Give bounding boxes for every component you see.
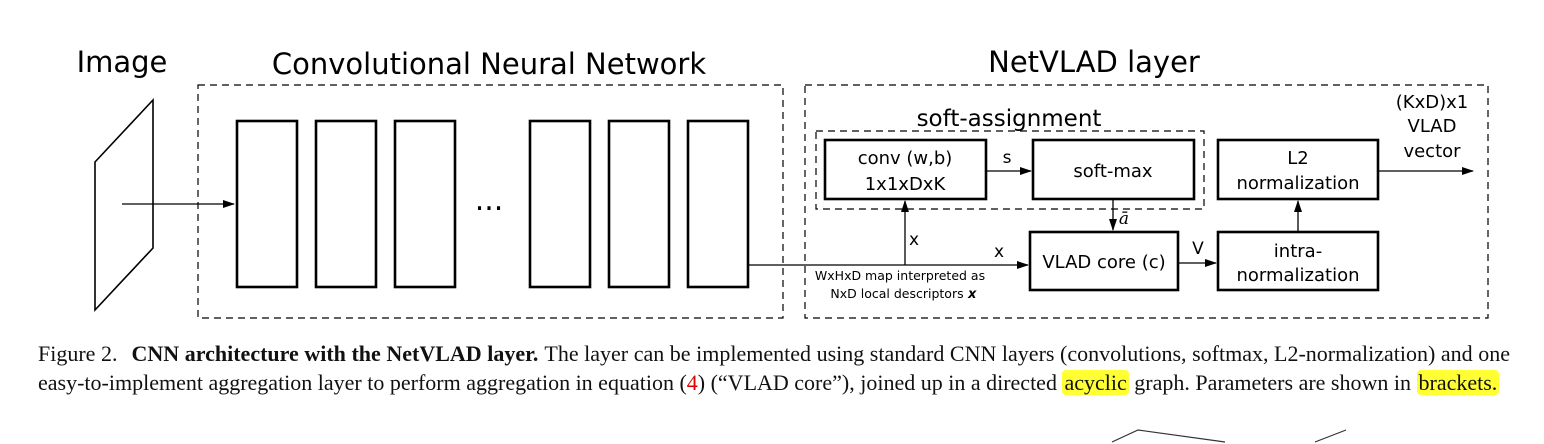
- x-input-label: x: [994, 242, 1004, 262]
- intra-normalization-label-line2: normalization: [1236, 265, 1359, 286]
- l2-normalization-label-line2: normalization: [1236, 173, 1359, 194]
- x-branch-label: x: [909, 230, 919, 250]
- softmax-label: soft-max: [1073, 161, 1153, 182]
- l2-normalization-box: [1216, 138, 1380, 201]
- caption-text-part2: ) (“VLAD core”), joined up in a directed: [697, 369, 1063, 395]
- netvlad-dashed-box: [804, 84, 1489, 319]
- map-annotation-x: x: [967, 287, 977, 302]
- v-label: V: [1192, 239, 1204, 259]
- layers-ellipsis: ...: [475, 183, 504, 218]
- conv-box: [823, 138, 988, 201]
- s-label: s: [1003, 148, 1012, 168]
- caption-label: Figure 2.: [38, 341, 118, 366]
- caption-text-part3: graph. Parameters are shown in: [1128, 369, 1417, 395]
- output-label-line3: vector: [1403, 141, 1461, 162]
- netvlad-architecture-diagram: Image Convolutional Neural Network NetVL…: [77, 45, 1489, 319]
- highlighted-acyclic: acyclic: [1062, 369, 1129, 395]
- highlighted-brackets: brackets.: [1416, 369, 1500, 395]
- cnn-layers: [235, 119, 750, 289]
- vlad-core-label: VLAD core (c): [1042, 252, 1165, 273]
- output-label-line1: (KxD)x1: [1396, 92, 1468, 113]
- cnn-layer: [607, 119, 671, 289]
- netvlad-title: NetVLAD layer: [988, 45, 1200, 79]
- soft-assignment-dashed-box: [815, 130, 1205, 210]
- conv-label: conv (w,b): [858, 148, 953, 169]
- equation-reference-link[interactable]: 4: [686, 369, 698, 395]
- caption-title: CNN architecture with the NetVLAD layer.: [131, 341, 539, 366]
- map-annotation-line1: WxHxD map interpreted as: [815, 268, 985, 283]
- map-annotation-line2: NxD local descriptors: [830, 286, 963, 301]
- cnn-layer: [686, 119, 750, 289]
- l2-normalization-label-line1: L2: [1287, 148, 1308, 169]
- cnn-layer: [314, 119, 378, 289]
- stray-pen-marks: [1111, 429, 1347, 443]
- cnn-title: Convolutional Neural Network: [272, 47, 706, 81]
- input-image-shape: [94, 97, 154, 313]
- soft-assignment-label: soft-assignment: [917, 106, 1102, 132]
- cnn-layer: [528, 119, 592, 289]
- cnn-layer: [235, 119, 299, 289]
- image-label: Image: [77, 45, 168, 79]
- vlad-core-box: [1028, 230, 1180, 292]
- intra-normalization-label-line1: intra-: [1274, 241, 1322, 262]
- caption-text-part1: The layer can be implemented using stand…: [38, 341, 1510, 395]
- output-label-line2: VLAD: [1408, 116, 1457, 137]
- figure-caption: Figure 2. CNN architecture with the NetVL…: [38, 340, 1510, 397]
- conv-dimensions: 1x1xDxK: [865, 174, 947, 195]
- cnn-dashed-box: [197, 84, 784, 319]
- cnn-layer: [393, 119, 457, 289]
- a-bar-label: ā: [1119, 209, 1129, 229]
